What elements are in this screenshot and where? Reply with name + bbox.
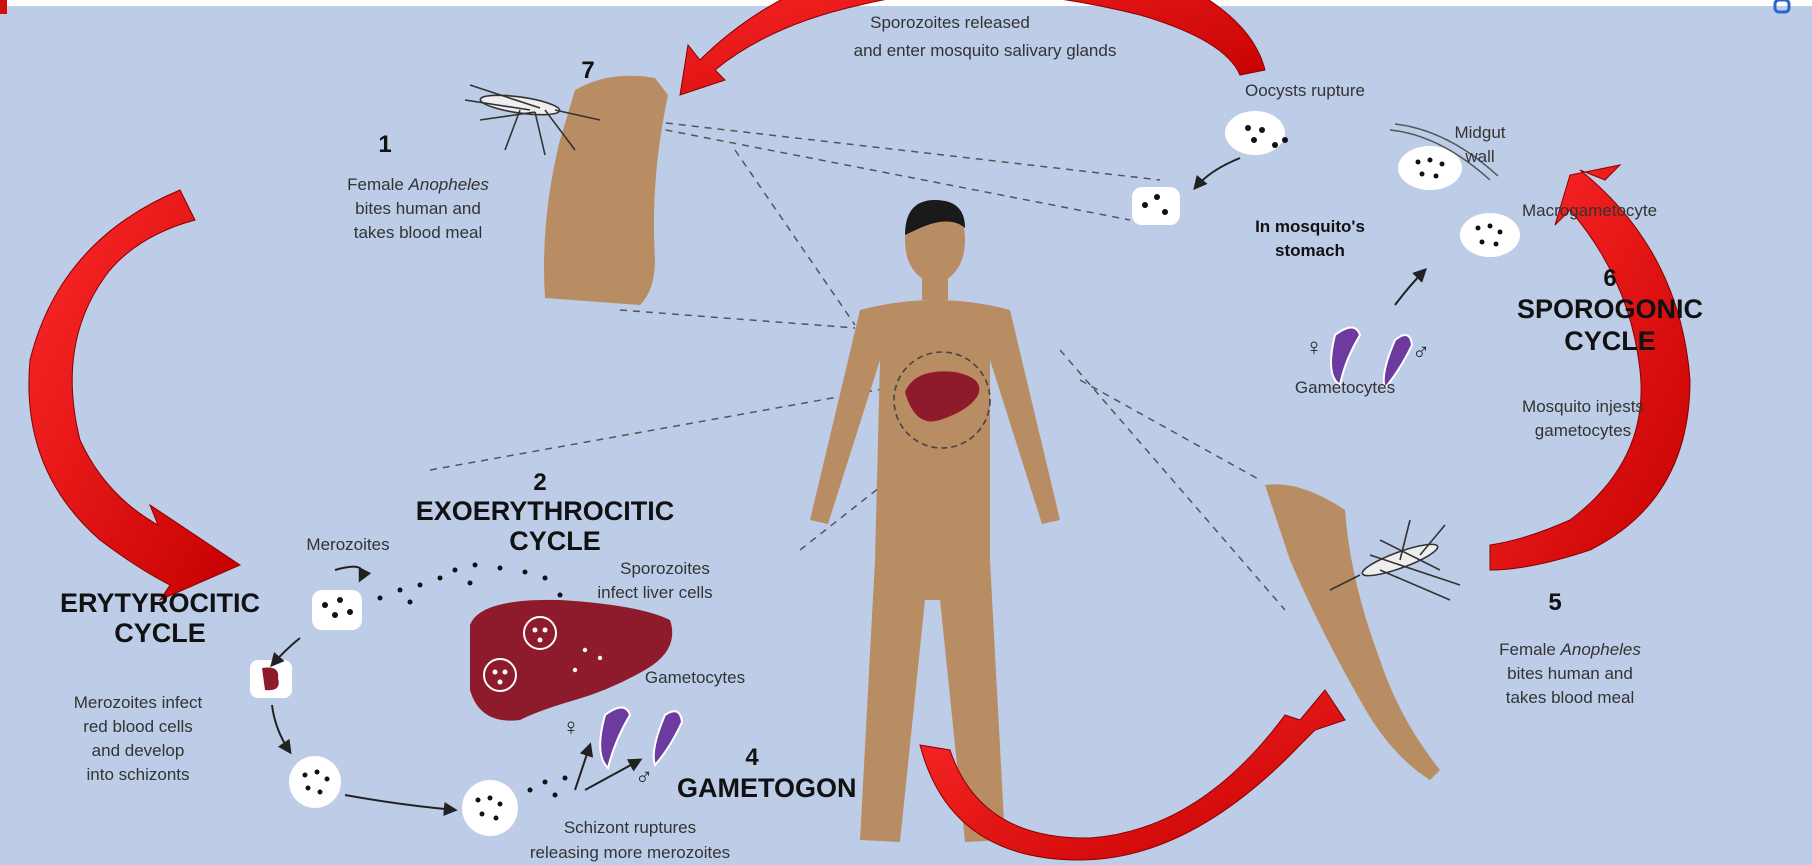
stage-1-anopheles: Anopheles — [408, 175, 490, 194]
schizont-label-l1: Schizont ruptures — [564, 818, 696, 837]
top-border — [0, 0, 1812, 6]
sporozoite-cell — [1132, 187, 1180, 225]
stage-4-number: 4 — [745, 744, 759, 771]
in-mosquito-label-l1: In mosquito's — [1255, 217, 1365, 236]
stage-5-female: Female — [1499, 640, 1556, 659]
merozoites-infect-l3: and develop — [92, 741, 185, 760]
stage-5-number: 5 — [1548, 589, 1561, 616]
male-symbol-top: ♂ — [1412, 339, 1430, 366]
sporozoites-released-l1: Sporozoites released — [870, 13, 1030, 32]
gametocytes-bottom-label: Gametocytes — [645, 668, 745, 687]
stage-4-title: GAMETOGON — [677, 773, 857, 803]
schizont-cell-2 — [462, 780, 518, 836]
merozoite-cell — [312, 590, 362, 630]
in-mosquito-label-l2: stomach — [1275, 241, 1345, 260]
ingests-label-l2: gametocytes — [1535, 421, 1631, 440]
midgut-label-l2: wall — [1464, 147, 1494, 166]
sporozoites-released-l2: and enter mosquito salivary glands — [854, 41, 1117, 60]
female-symbol-bottom: ♀ — [562, 714, 580, 741]
stage-5-anopheles: Anopheles — [1560, 640, 1642, 659]
merozoites-label: Merozoites — [306, 535, 389, 554]
stage-7-number: 7 — [581, 57, 594, 84]
schizont-cell-1 — [289, 756, 341, 808]
stage-6-title-l1: SPOROGONIC — [1517, 294, 1703, 324]
stage-2-title-l1: EXOERYTHROCITIC — [416, 496, 675, 526]
stage-5-line-3: takes blood meal — [1506, 688, 1635, 707]
oocysts-rupture-label: Oocysts rupture — [1245, 81, 1365, 100]
macrogametocyte-label: Macrogametocyte — [1522, 201, 1657, 220]
stage-1-number: 1 — [378, 131, 391, 158]
merozoites-infect-l4: into schizonts — [87, 765, 190, 784]
stage-1-female: Female — [347, 175, 404, 194]
stage-1-line-1: Female Anopheles — [347, 175, 489, 194]
stage-1-line-3: takes blood meal — [354, 223, 483, 242]
macrogametocyte-cell — [1460, 213, 1520, 257]
female-symbol-top: ♀ — [1305, 334, 1323, 361]
midgut-label-l1: Midgut — [1454, 123, 1505, 142]
merozoites-infect-l1: Merozoites infect — [74, 693, 203, 712]
stage-6-number: 6 — [1603, 265, 1616, 292]
stage-3-title-l1: ERYTYROCITIC — [60, 588, 260, 618]
merozoites-infect-l2: red blood cells — [83, 717, 193, 736]
stage-1-line-2: bites human and — [355, 199, 481, 218]
gametocytes-top-label: Gametocytes — [1295, 378, 1395, 397]
sporozoites-infect-l2: infect liver cells — [597, 583, 712, 602]
stage-5-line-1: Female Anopheles — [1499, 640, 1641, 659]
ingests-label-l1: Mosquito injests — [1522, 397, 1644, 416]
schizont-label-l2: releasing more merozoites — [530, 843, 730, 862]
corner-mark-left — [0, 0, 7, 14]
sporozoites-infect-l1: Sporozoites — [620, 559, 710, 578]
red-blood-cell — [250, 660, 292, 698]
stage-2-number: 2 — [533, 469, 546, 496]
stage-6-title-l2: CYCLE — [1564, 326, 1656, 356]
stage-2-title-l2: CYCLE — [509, 526, 601, 556]
stage-3-title-l2: CYCLE — [114, 618, 206, 648]
stage-5-line-2: bites human and — [1507, 664, 1633, 683]
male-symbol-bottom: ♂ — [635, 764, 653, 791]
